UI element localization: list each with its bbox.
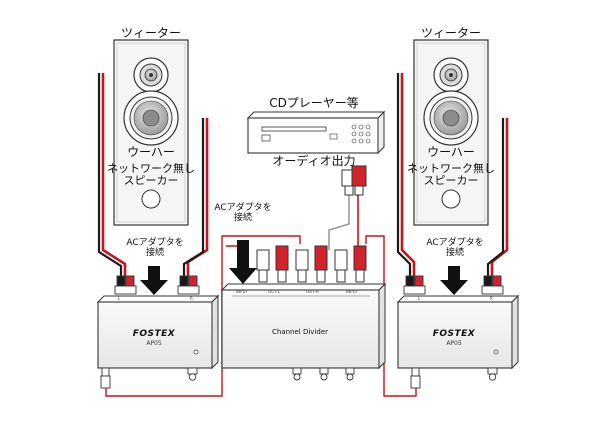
left-speaker-cable-black bbox=[97, 73, 123, 276]
right-amp-terminals bbox=[403, 275, 504, 295]
left-tweeter-label: ツィーター bbox=[120, 26, 182, 40]
left-amp-ch-r: R bbox=[190, 296, 193, 301]
divider-ac-adapter-label: ACアダプタを 接続 bbox=[214, 203, 272, 224]
left-woofer-label: ウーハー bbox=[127, 145, 175, 159]
right-amp-body bbox=[397, 301, 513, 369]
right-speaker-cable-black-2 bbox=[486, 118, 505, 276]
right-woofer-label: ウーハー bbox=[427, 145, 475, 159]
left-ac-adapter-label: ACアダプタを 接続 bbox=[126, 238, 184, 259]
down-arrow-icon bbox=[140, 266, 168, 295]
cd-tray bbox=[261, 126, 327, 132]
cd-cable-gray bbox=[328, 195, 350, 250]
cd-rca-plugs bbox=[341, 165, 367, 196]
divider-ac-adapter-line1: ACアダプタを bbox=[214, 203, 272, 213]
right-speaker-cable-black bbox=[396, 73, 412, 276]
divider-input-label-2: INPUT bbox=[346, 289, 358, 294]
left-amp-terminals bbox=[114, 275, 200, 295]
left-speaker-cable-red bbox=[101, 73, 127, 276]
left-speaker-caption-line1: ネットワーク無し bbox=[107, 162, 195, 175]
left-bass-port bbox=[141, 189, 161, 209]
left-amp-brand-logo: FOSTEX bbox=[132, 329, 176, 339]
right-amp-model: AP05 bbox=[446, 340, 462, 347]
right-tweeter-label: ツィーター bbox=[420, 26, 482, 40]
left-speaker-caption-line2: スピーカー bbox=[123, 174, 179, 188]
right-speaker bbox=[413, 39, 489, 226]
down-arrow-icon bbox=[440, 266, 468, 295]
left-amp-ch-l: L bbox=[118, 296, 121, 301]
right-speaker-caption-line1: ネットワーク無し bbox=[407, 162, 495, 175]
channel-divider-label: Channel Divider bbox=[271, 328, 329, 336]
right-speaker-caption-line2: スピーカー bbox=[423, 174, 479, 188]
right-speaker-caption: ネットワーク無し スピーカー bbox=[407, 162, 495, 188]
left-speaker bbox=[113, 39, 189, 226]
right-amp-brand-logo: FOSTEX bbox=[432, 329, 476, 339]
channel-divider bbox=[220, 282, 387, 381]
right-speaker-cable-red-2 bbox=[490, 118, 509, 276]
right-amp-ch-r: R bbox=[490, 296, 493, 301]
left-speaker-cable-black-2 bbox=[182, 118, 205, 276]
right-amp-ch-l: L bbox=[418, 296, 421, 301]
right-ac-adapter-line2: 接続 bbox=[445, 247, 465, 258]
right-ac-adapter-label: ACアダプタを 接続 bbox=[426, 238, 484, 259]
left-ac-adapter-line1: ACアダプタを bbox=[126, 238, 184, 248]
left-speaker-cable-red-2 bbox=[186, 118, 209, 276]
divider-ac-adapter-line2: 接続 bbox=[233, 212, 253, 223]
left-amplifier bbox=[96, 275, 220, 389]
left-amp-model: AP05 bbox=[146, 340, 162, 347]
divider-out-l-label: OUT-L bbox=[268, 289, 280, 294]
divider-body bbox=[221, 289, 380, 369]
audio-out-label: オーディオ出力 bbox=[272, 154, 356, 168]
divider-out-h-label: OUT-H bbox=[306, 289, 319, 294]
divider-rca-plugs bbox=[256, 245, 367, 283]
left-ac-adapter-line2: 接続 bbox=[145, 247, 165, 258]
cd-player-label: CDプレーヤー等 bbox=[269, 96, 359, 110]
right-bass-port bbox=[441, 189, 461, 209]
divider-input-label: INPUT bbox=[236, 289, 248, 294]
divider-knobs bbox=[292, 367, 355, 381]
right-ac-adapter-line1: ACアダプタを bbox=[426, 238, 484, 248]
right-amplifier bbox=[396, 275, 520, 389]
left-speaker-caption: ネットワーク無し スピーカー bbox=[107, 162, 195, 188]
down-arrow-icon bbox=[229, 240, 257, 284]
cd-player bbox=[246, 110, 386, 155]
right-speaker-cable-red bbox=[400, 73, 416, 276]
left-amp-body bbox=[97, 301, 213, 369]
cd-buttons bbox=[351, 124, 371, 144]
